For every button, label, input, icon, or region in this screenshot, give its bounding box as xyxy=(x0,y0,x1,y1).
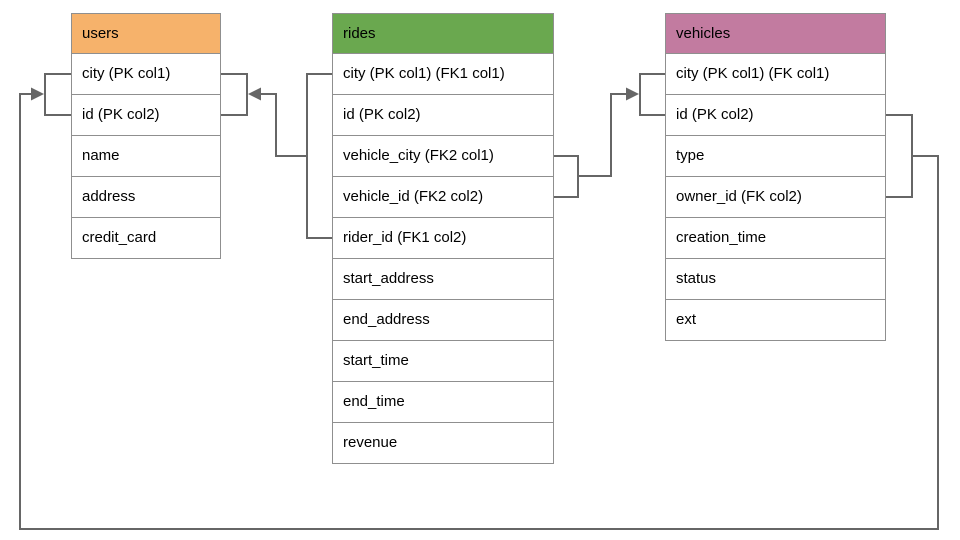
rides-field-start_time: start_time xyxy=(332,341,554,382)
table-vehicles: vehicles city (PK col1) (FK col1)id (PK … xyxy=(665,13,886,341)
vehicles-field-city: city (PK col1) (FK col1) xyxy=(665,54,886,95)
users-pk-right-bracket xyxy=(221,73,248,116)
rides-field-revenue: revenue xyxy=(332,423,554,464)
arrowhead-vehicles-to-users xyxy=(31,87,44,101)
vehicles-field-ext: ext xyxy=(665,300,886,341)
users-field-address: address xyxy=(71,177,221,218)
rides-field-start_address: start_address xyxy=(332,259,554,300)
table-vehicles-rows: city (PK col1) (FK col1)id (PK col2)type… xyxy=(665,54,886,341)
rides-fk1-bracket xyxy=(306,73,332,239)
users-field-name: name xyxy=(71,136,221,177)
table-rides-rows: city (PK col1) (FK1 col1)id (PK col2)veh… xyxy=(332,54,554,464)
arrowhead-rides-to-users xyxy=(248,87,261,101)
rides-fk2-bracket xyxy=(554,155,579,198)
rides-field-vehicle_id: vehicle_id (FK2 col2) xyxy=(332,177,554,218)
table-users-header: users xyxy=(71,13,221,54)
rides-field-end_address: end_address xyxy=(332,300,554,341)
table-rides: rides city (PK col1) (FK1 col1)id (PK co… xyxy=(332,13,554,464)
table-vehicles-header: vehicles xyxy=(665,13,886,54)
vehicles-field-type: type xyxy=(665,136,886,177)
users-pk-left-bracket xyxy=(44,73,71,116)
vehicles-fk-bracket xyxy=(886,114,913,198)
connector-rides-to-users xyxy=(260,93,307,157)
vehicles-field-status: status xyxy=(665,259,886,300)
users-field-city: city (PK col1) xyxy=(71,54,221,95)
rides-field-city: city (PK col1) (FK1 col1) xyxy=(332,54,554,95)
rides-field-rider_id: rider_id (FK1 col2) xyxy=(332,218,554,259)
users-field-id: id (PK col2) xyxy=(71,95,221,136)
vehicles-field-owner_id: owner_id (FK col2) xyxy=(665,177,886,218)
connector-rides-to-vehicles xyxy=(578,93,627,177)
table-rides-header: rides xyxy=(332,13,554,54)
arrowhead-rides-to-vehicles xyxy=(626,87,639,101)
vehicles-field-id: id (PK col2) xyxy=(665,95,886,136)
vehicles-pk-bracket xyxy=(639,73,665,116)
users-field-credit_card: credit_card xyxy=(71,218,221,259)
rides-field-end_time: end_time xyxy=(332,382,554,423)
rides-field-vehicle_city: vehicle_city (FK2 col1) xyxy=(332,136,554,177)
rides-field-id: id (PK col2) xyxy=(332,95,554,136)
vehicles-field-creation_time: creation_time xyxy=(665,218,886,259)
